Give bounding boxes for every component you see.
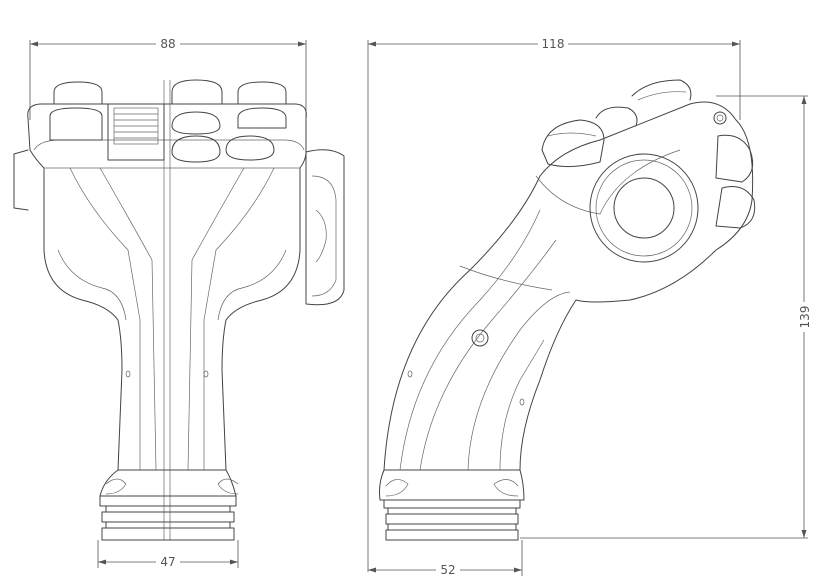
front-view: 88: [13, 37, 345, 569]
dimension-front-base: 47: [97, 540, 239, 569]
dimension-label-side-base: 52: [440, 563, 455, 577]
dimension-label-front-base: 47: [160, 555, 175, 569]
dimension-side-height: 139: [520, 95, 812, 539]
front-buttons: [49, 79, 287, 163]
dimension-side-base: 52: [368, 540, 523, 577]
side-view: 118 139: [367, 37, 812, 577]
dimension-label-side-width: 118: [542, 37, 565, 51]
dimension-front-width: 88: [29, 37, 307, 140]
dimension-side-width: 118: [367, 37, 741, 572]
dimension-label-front-width: 88: [160, 37, 175, 51]
side-thumb-dial: [589, 153, 699, 263]
front-grille: [107, 103, 165, 161]
dimension-label-side-height: 139: [798, 306, 812, 329]
